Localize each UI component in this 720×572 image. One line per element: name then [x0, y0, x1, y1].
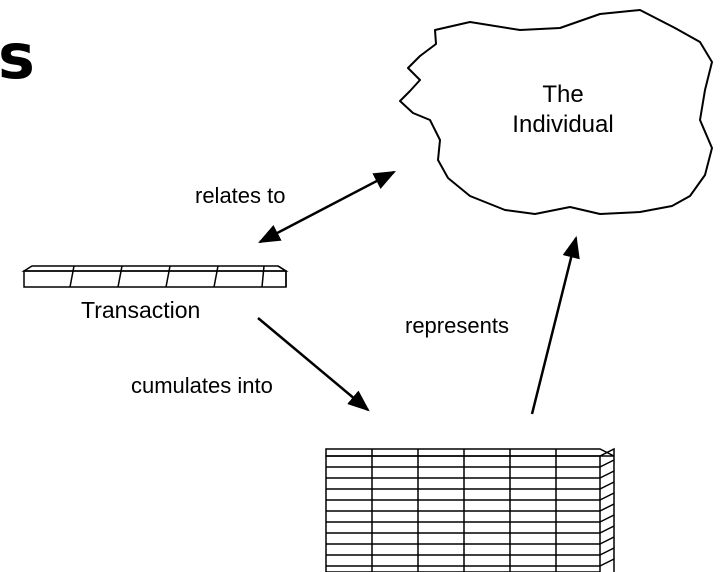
table-side-line	[599, 525, 615, 534]
individual-cloud-shape	[399, 9, 713, 215]
individual-label: The Individual	[488, 80, 638, 140]
individual-label-line1: The	[542, 81, 584, 108]
table-side-line	[599, 470, 615, 479]
transaction-label: Transaction	[81, 297, 201, 323]
table-side-line	[599, 536, 615, 545]
relates-to-label: relates to	[195, 183, 286, 208]
represents-arrow	[530, 235, 580, 415]
partial-heading: s	[0, 20, 35, 93]
table-side-line	[599, 459, 615, 468]
relates-to-arrow	[258, 170, 396, 244]
cumulates-into-arrow	[257, 317, 370, 412]
table-side-line	[599, 558, 615, 567]
cumulates-into-label: cumulates into	[131, 373, 273, 398]
individual-label-line2: Individual	[512, 111, 614, 138]
table-side-line	[599, 514, 615, 523]
table-side-line	[599, 503, 615, 512]
table-side-line	[599, 481, 615, 490]
table-side-line	[599, 547, 615, 556]
represents-label: represents	[405, 313, 509, 338]
transaction-record-icon	[21, 265, 289, 288]
records-table-icon	[325, 447, 615, 572]
table-side-line	[599, 492, 615, 501]
